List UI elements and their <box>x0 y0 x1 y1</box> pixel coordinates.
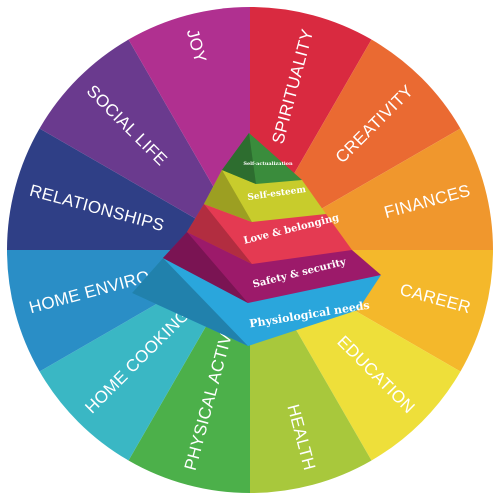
pyramid-label-self-actualization: Self-actualization <box>243 161 293 167</box>
pyramid-level-physiological-needs-shade <box>132 258 248 346</box>
wheel-segment-social-life <box>39 39 251 251</box>
pyramid-level-safety-security-shade <box>163 232 248 303</box>
pyramid-level-self-esteem-shade <box>204 170 252 222</box>
wheel-segment-relationships <box>7 128 250 250</box>
pyramid-level-self-actualization-shade <box>222 133 256 184</box>
needs-pyramid: Physiological needs Safety & security Lo… <box>132 133 381 346</box>
pyramid-level-love-belonging-shade <box>187 204 252 264</box>
